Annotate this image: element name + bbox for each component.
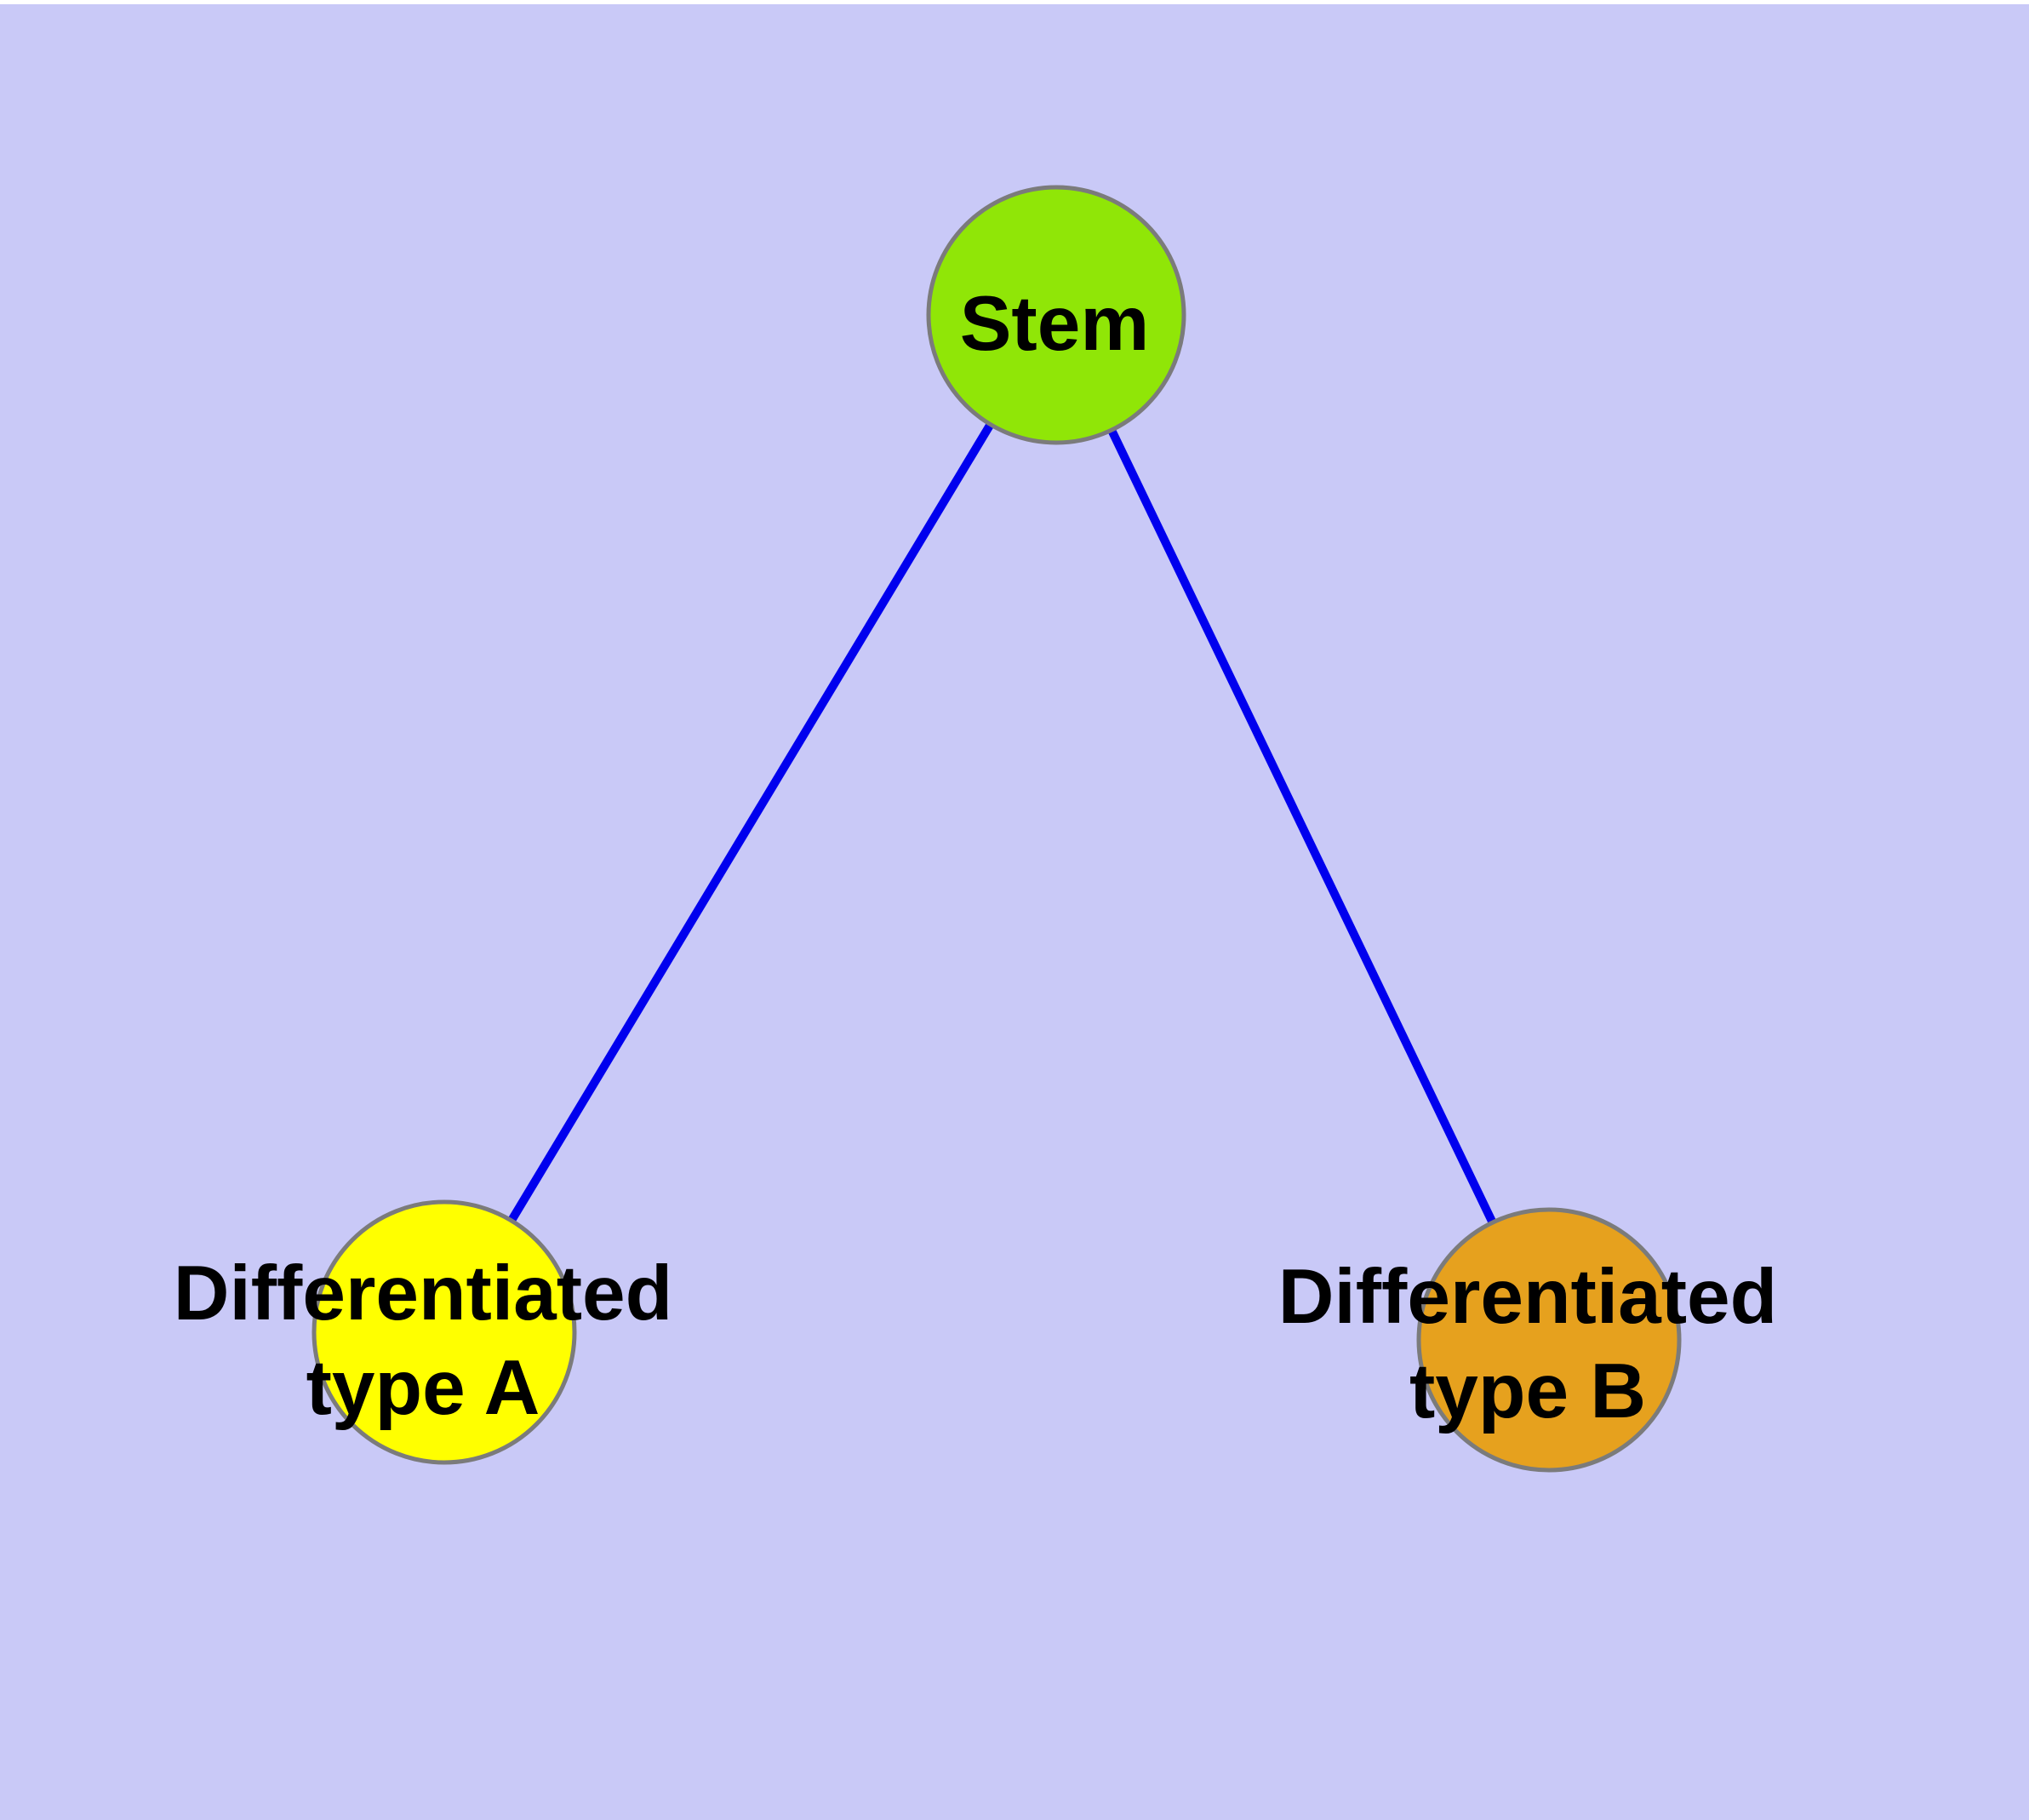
- node-stem[interactable]: [926, 185, 1186, 445]
- node-type-a-label-line1: Differentiated: [174, 1251, 673, 1336]
- node-type-a-label-line2: type A: [306, 1345, 540, 1431]
- node-differentiated-type-b[interactable]: [1416, 1207, 1682, 1473]
- top-border-strip: [0, 0, 2029, 4]
- node-differentiated-type-a[interactable]: [311, 1199, 577, 1465]
- node-type-b-label-line2: type B: [1409, 1348, 1646, 1434]
- edge-stem-to-type-b[interactable]: [1052, 312, 1553, 1342]
- node-type-b-label-line1: Differentiated: [1278, 1254, 1778, 1340]
- node-stem-label: Stem: [960, 281, 1150, 367]
- edge-stem-to-type-a[interactable]: [440, 312, 1060, 1335]
